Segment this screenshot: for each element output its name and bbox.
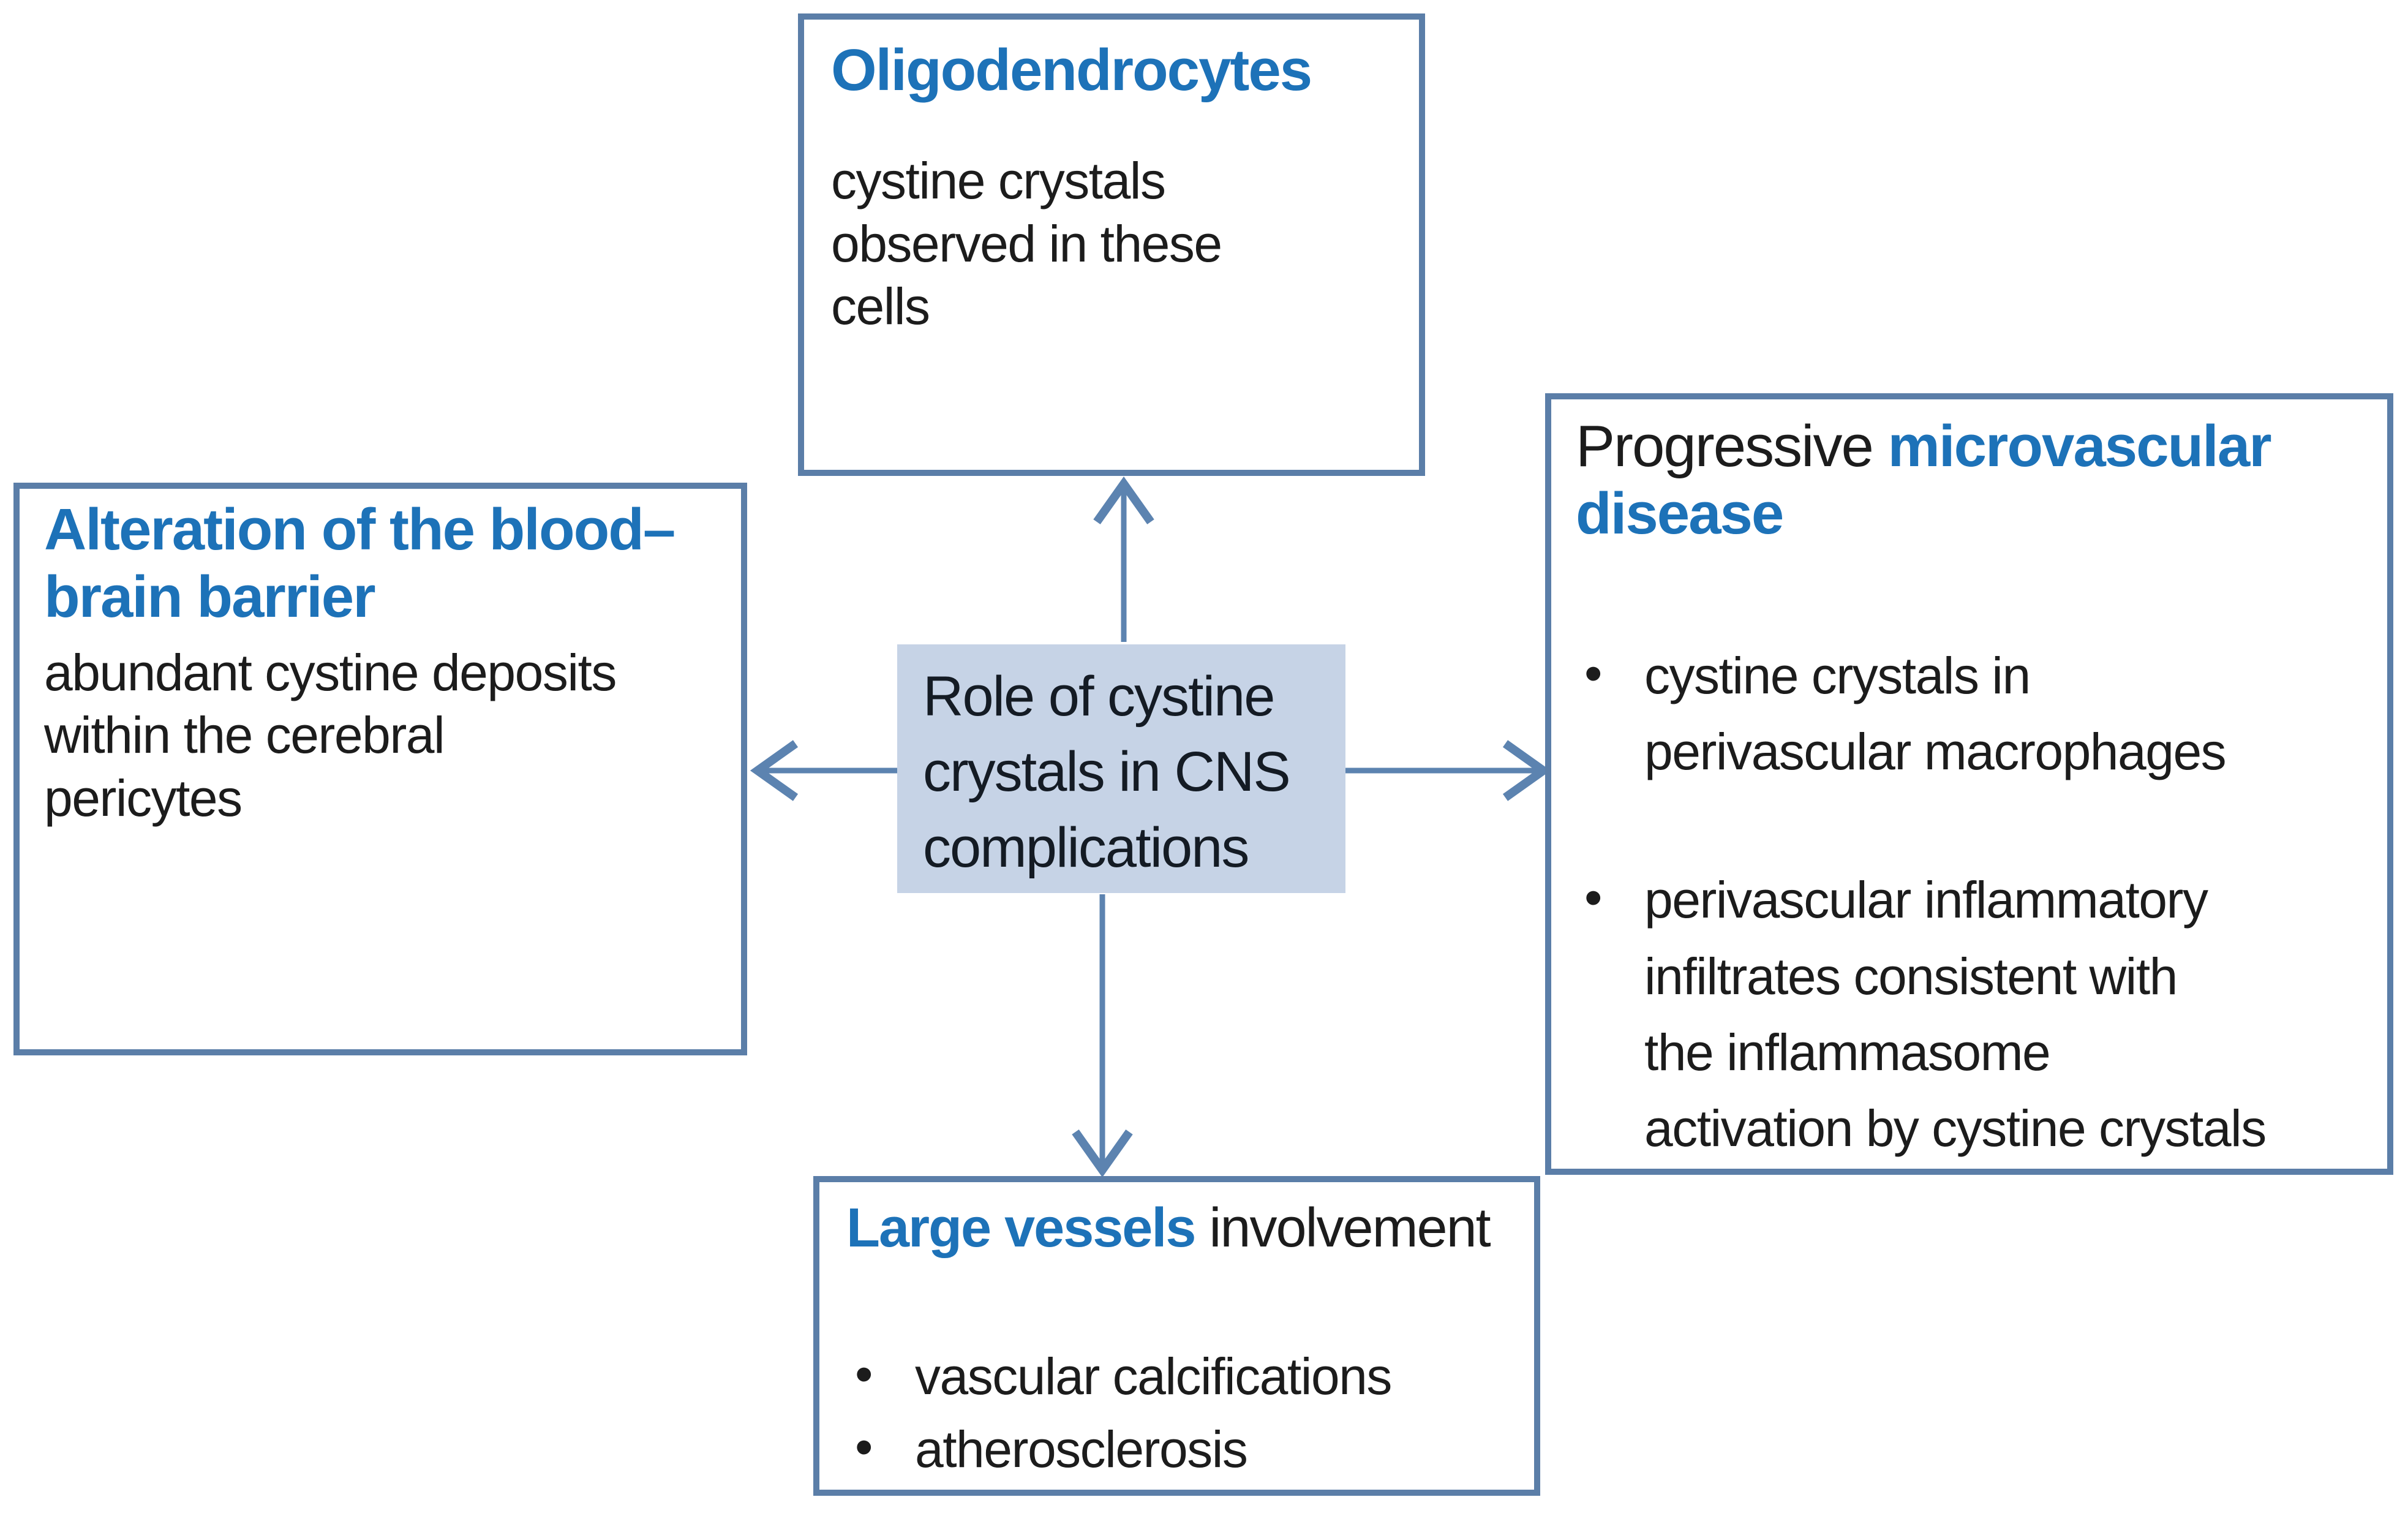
arrow-down-icon	[1072, 894, 1133, 1178]
bullet-item: • vascular calcifications	[846, 1340, 1516, 1413]
large-vessels-bullet-list: • vascular calcifications • atherosclero…	[846, 1340, 1516, 1487]
large-vessels-heading: Large vessels involvement	[846, 1197, 1516, 1261]
arrow-up-icon	[1093, 476, 1154, 642]
bullet-dot-icon: •	[1584, 644, 1602, 702]
bullet-dot-icon: •	[855, 1417, 873, 1476]
microvascular-disease-heading: Progressive microvascular disease	[1576, 413, 2369, 548]
bullet-text: atherosclerosis	[915, 1420, 1248, 1478]
heading-highlight: Large vessels	[846, 1197, 1196, 1259]
blood-brain-barrier-box: Alteration of the blood– brain barrier a…	[13, 483, 747, 1055]
bullet-item: • atherosclerosis	[846, 1413, 1516, 1486]
central-topic-box: Role of cystine crystals in CNS complica…	[897, 644, 1345, 893]
arrow-left-icon	[750, 740, 897, 801]
heading-suffix: involvement	[1195, 1197, 1491, 1259]
blood-brain-barrier-heading: Alteration of the blood– brain barrier	[44, 497, 675, 630]
bullet-dot-icon: •	[855, 1344, 873, 1403]
blood-brain-barrier-body: abundant cystine deposits within the cer…	[44, 643, 617, 827]
central-topic-label: Role of cystine crystals in CNS complica…	[923, 665, 1291, 879]
bullet-item: • perivascular inflammatory infiltrates …	[1576, 862, 2369, 1166]
bullet-text: vascular calcifications	[915, 1347, 1392, 1405]
oligodendrocytes-body: cystine crystals observed in these cells	[831, 152, 1222, 336]
microvascular-bullet-list: • cystine crystals in perivascular macro…	[1576, 638, 2369, 1167]
large-vessels-box: Large vessels involvement • vascular cal…	[813, 1176, 1540, 1496]
bullet-dot-icon: •	[1584, 869, 1602, 927]
oligodendrocytes-heading: Oligodendrocytes	[831, 37, 1312, 103]
oligodendrocytes-box: Oligodendrocytes cystine crystals observ…	[798, 13, 1425, 476]
heading-prefix: Progressive	[1576, 413, 1888, 479]
bullet-text: perivascular inflammatory infiltrates co…	[1644, 871, 2267, 1158]
arrow-right-icon	[1345, 740, 1551, 801]
bullet-text: cystine crystals in perivascular macroph…	[1644, 646, 2227, 781]
microvascular-disease-box: Progressive microvascular disease • cyst…	[1545, 393, 2393, 1175]
heading-highlight: microvascular disease	[1576, 413, 2272, 547]
bullet-item: • cystine crystals in perivascular macro…	[1576, 638, 2369, 790]
